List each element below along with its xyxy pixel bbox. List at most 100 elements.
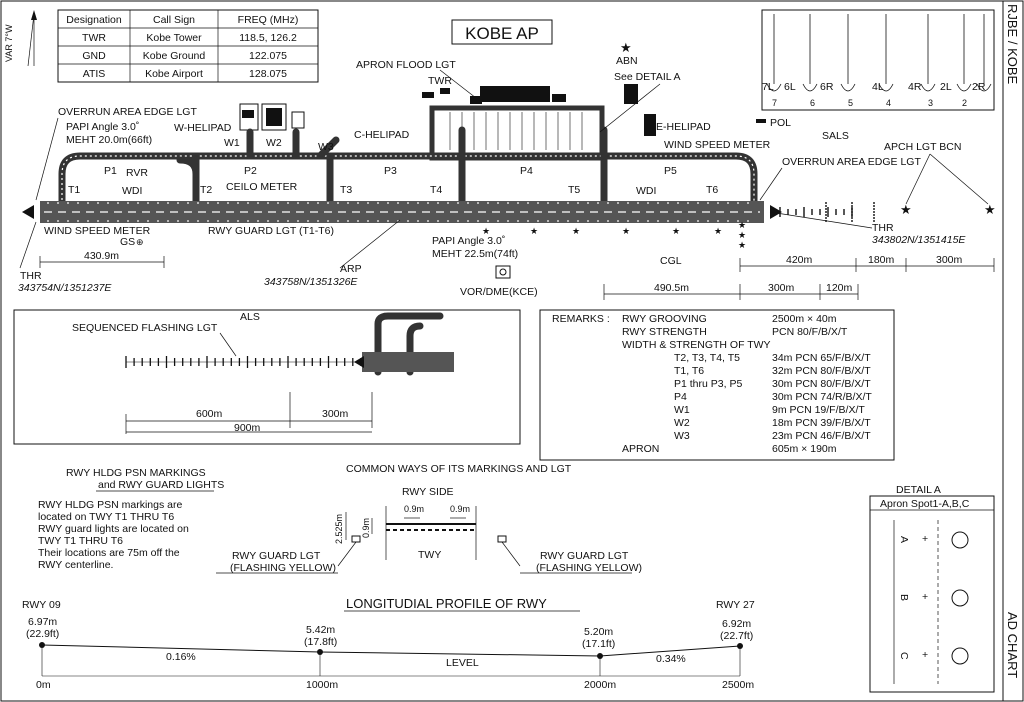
twy-t4: T4	[430, 184, 442, 196]
guard-right-2: (FLASHING YELLOW)	[536, 562, 642, 574]
profile-ft-1: (17.8ft)	[304, 636, 337, 648]
runway-edge-light	[257, 220, 259, 222]
runway-edge-light	[547, 202, 549, 204]
runway-edge-light	[477, 220, 479, 222]
twy-w2: W2	[266, 137, 282, 149]
runway-edge-light	[667, 202, 669, 204]
thr-left-coord: 343754N/1351237E	[18, 282, 112, 294]
profile-elev-3: 6.92m	[722, 618, 751, 630]
runway-edge-light	[387, 202, 389, 204]
remarks-p1-p5: P1 thru P3, P5	[674, 378, 742, 390]
apron-flood-label: APRON FLOOD LGT	[356, 59, 456, 71]
profile-slope-1: 0.16%	[166, 651, 196, 663]
twr-label: TWR	[428, 75, 452, 87]
runway-edge-light	[237, 220, 239, 222]
rwy-guard-label: RWY GUARD LGT (T1-T6)	[208, 225, 334, 237]
runway-edge-light	[57, 202, 59, 204]
runway-edge-light	[347, 220, 349, 222]
freq-atis-designation: ATIS	[83, 68, 106, 80]
abn-label: ABN	[616, 55, 638, 67]
guard-left-2: (FLASHING YELLOW)	[230, 562, 336, 574]
profile-title: LONGITUDIAL PROFILE OF RWY	[346, 596, 547, 611]
profile-ft-2: (17.1ft)	[582, 638, 615, 650]
freq-header-freq: FREQ (MHz)	[238, 14, 299, 26]
runway-edge-light	[377, 202, 379, 204]
twy-t2: T2	[200, 184, 212, 196]
stand-4: 4	[886, 98, 891, 108]
runway	[22, 201, 782, 223]
freq-twr-designation: TWR	[82, 32, 106, 44]
papi-left-meht: MEHT 20.0m(66ft)	[66, 134, 152, 146]
remarks-grooving-val: 2500m × 40m	[772, 313, 837, 325]
runway-edge-light	[357, 202, 359, 204]
runway-edge-light	[487, 220, 489, 222]
runway-edge-light	[77, 220, 79, 222]
runway-edge-light	[337, 220, 339, 222]
freq-header-designation: Designation	[66, 14, 122, 26]
runway-edge-light	[697, 202, 699, 204]
runway-edge-light	[517, 220, 519, 222]
stand-6l: 6L	[784, 81, 796, 93]
overrun-right-label: OVERRUN AREA EDGE LGT	[782, 156, 921, 168]
runway-edge-light	[617, 220, 619, 222]
vor-dme-icon	[495, 265, 511, 279]
remarks-width: WIDTH & STRENGTH OF TWY	[622, 339, 771, 351]
freq-twr-freq: 118.5, 126.2	[239, 32, 297, 44]
runway-edge-light	[127, 220, 129, 222]
chart-title: KOBE AP	[465, 24, 539, 43]
hldg-line-5: Their locations are 75m off the	[38, 547, 180, 559]
runway-edge-light	[637, 220, 639, 222]
runway-edge-light	[617, 202, 619, 204]
ceilo-label: CEILO METER	[226, 181, 298, 193]
runway-edge-light	[447, 202, 449, 204]
runway-edge-light	[87, 202, 89, 204]
runway-edge-light	[467, 202, 469, 204]
runway-edge-light	[687, 220, 689, 222]
twy-w3: W3	[318, 141, 334, 153]
stand-3: 3	[928, 98, 933, 108]
apron	[422, 84, 656, 161]
stand-2r: 2R	[972, 81, 986, 93]
twy-p3: P3	[384, 165, 397, 177]
runway-edge-light	[727, 220, 729, 222]
runway-edge-light	[67, 202, 69, 204]
runway-edge-light	[247, 202, 249, 204]
c-helipad-label: C-HELIPAD	[354, 129, 410, 141]
runway-edge-light	[597, 220, 599, 222]
north-arrow-icon	[27, 10, 37, 67]
runway-edge-light	[737, 202, 739, 204]
runway-edge-light	[87, 220, 89, 222]
profile-plot	[39, 642, 743, 677]
runway-edge-light	[97, 220, 99, 222]
remarks-grooving: RWY GROOVING	[622, 313, 707, 325]
runway-edge-light	[117, 202, 119, 204]
twy-t6: T6	[706, 184, 718, 196]
detail-sub: Apron Spot1-A,B,C	[880, 498, 970, 510]
stand-4r: 4R	[908, 81, 922, 93]
hldg-line-4: TWY T1 THRU T6	[38, 535, 123, 547]
remarks-w3-val: 23m PCN 46/F/B/X/T	[772, 430, 871, 442]
runway-edge-light	[627, 202, 629, 204]
stand-2: 2	[962, 98, 967, 108]
svg-text:+: +	[922, 591, 928, 603]
runway-edge-light	[417, 220, 419, 222]
runway-edge-light	[307, 220, 309, 222]
runway-edge-light	[417, 202, 419, 204]
stand-arc	[976, 83, 992, 92]
twy-label: TWY	[418, 549, 441, 561]
runway-edge-light	[717, 220, 719, 222]
runway-edge-light	[737, 220, 739, 222]
dim-300-a: 300m	[768, 282, 795, 294]
remarks-t2-t5: T2, T3, T4, T5	[674, 352, 740, 364]
remarks-w2-val: 18m PCN 39/F/B/X/T	[772, 417, 871, 429]
detail-a-box: + + +	[869, 495, 995, 693]
freq-twr-callsign: Kobe Tower	[146, 32, 202, 44]
runway-edge-light	[597, 202, 599, 204]
runway-edge-light	[517, 202, 519, 204]
runway-edge-light	[347, 202, 349, 204]
stand-6: 6	[810, 98, 815, 108]
runway-edge-light	[367, 202, 369, 204]
runway-edge-light	[427, 220, 429, 222]
runway-edge-light	[397, 202, 399, 204]
runway-edge-light	[377, 220, 379, 222]
